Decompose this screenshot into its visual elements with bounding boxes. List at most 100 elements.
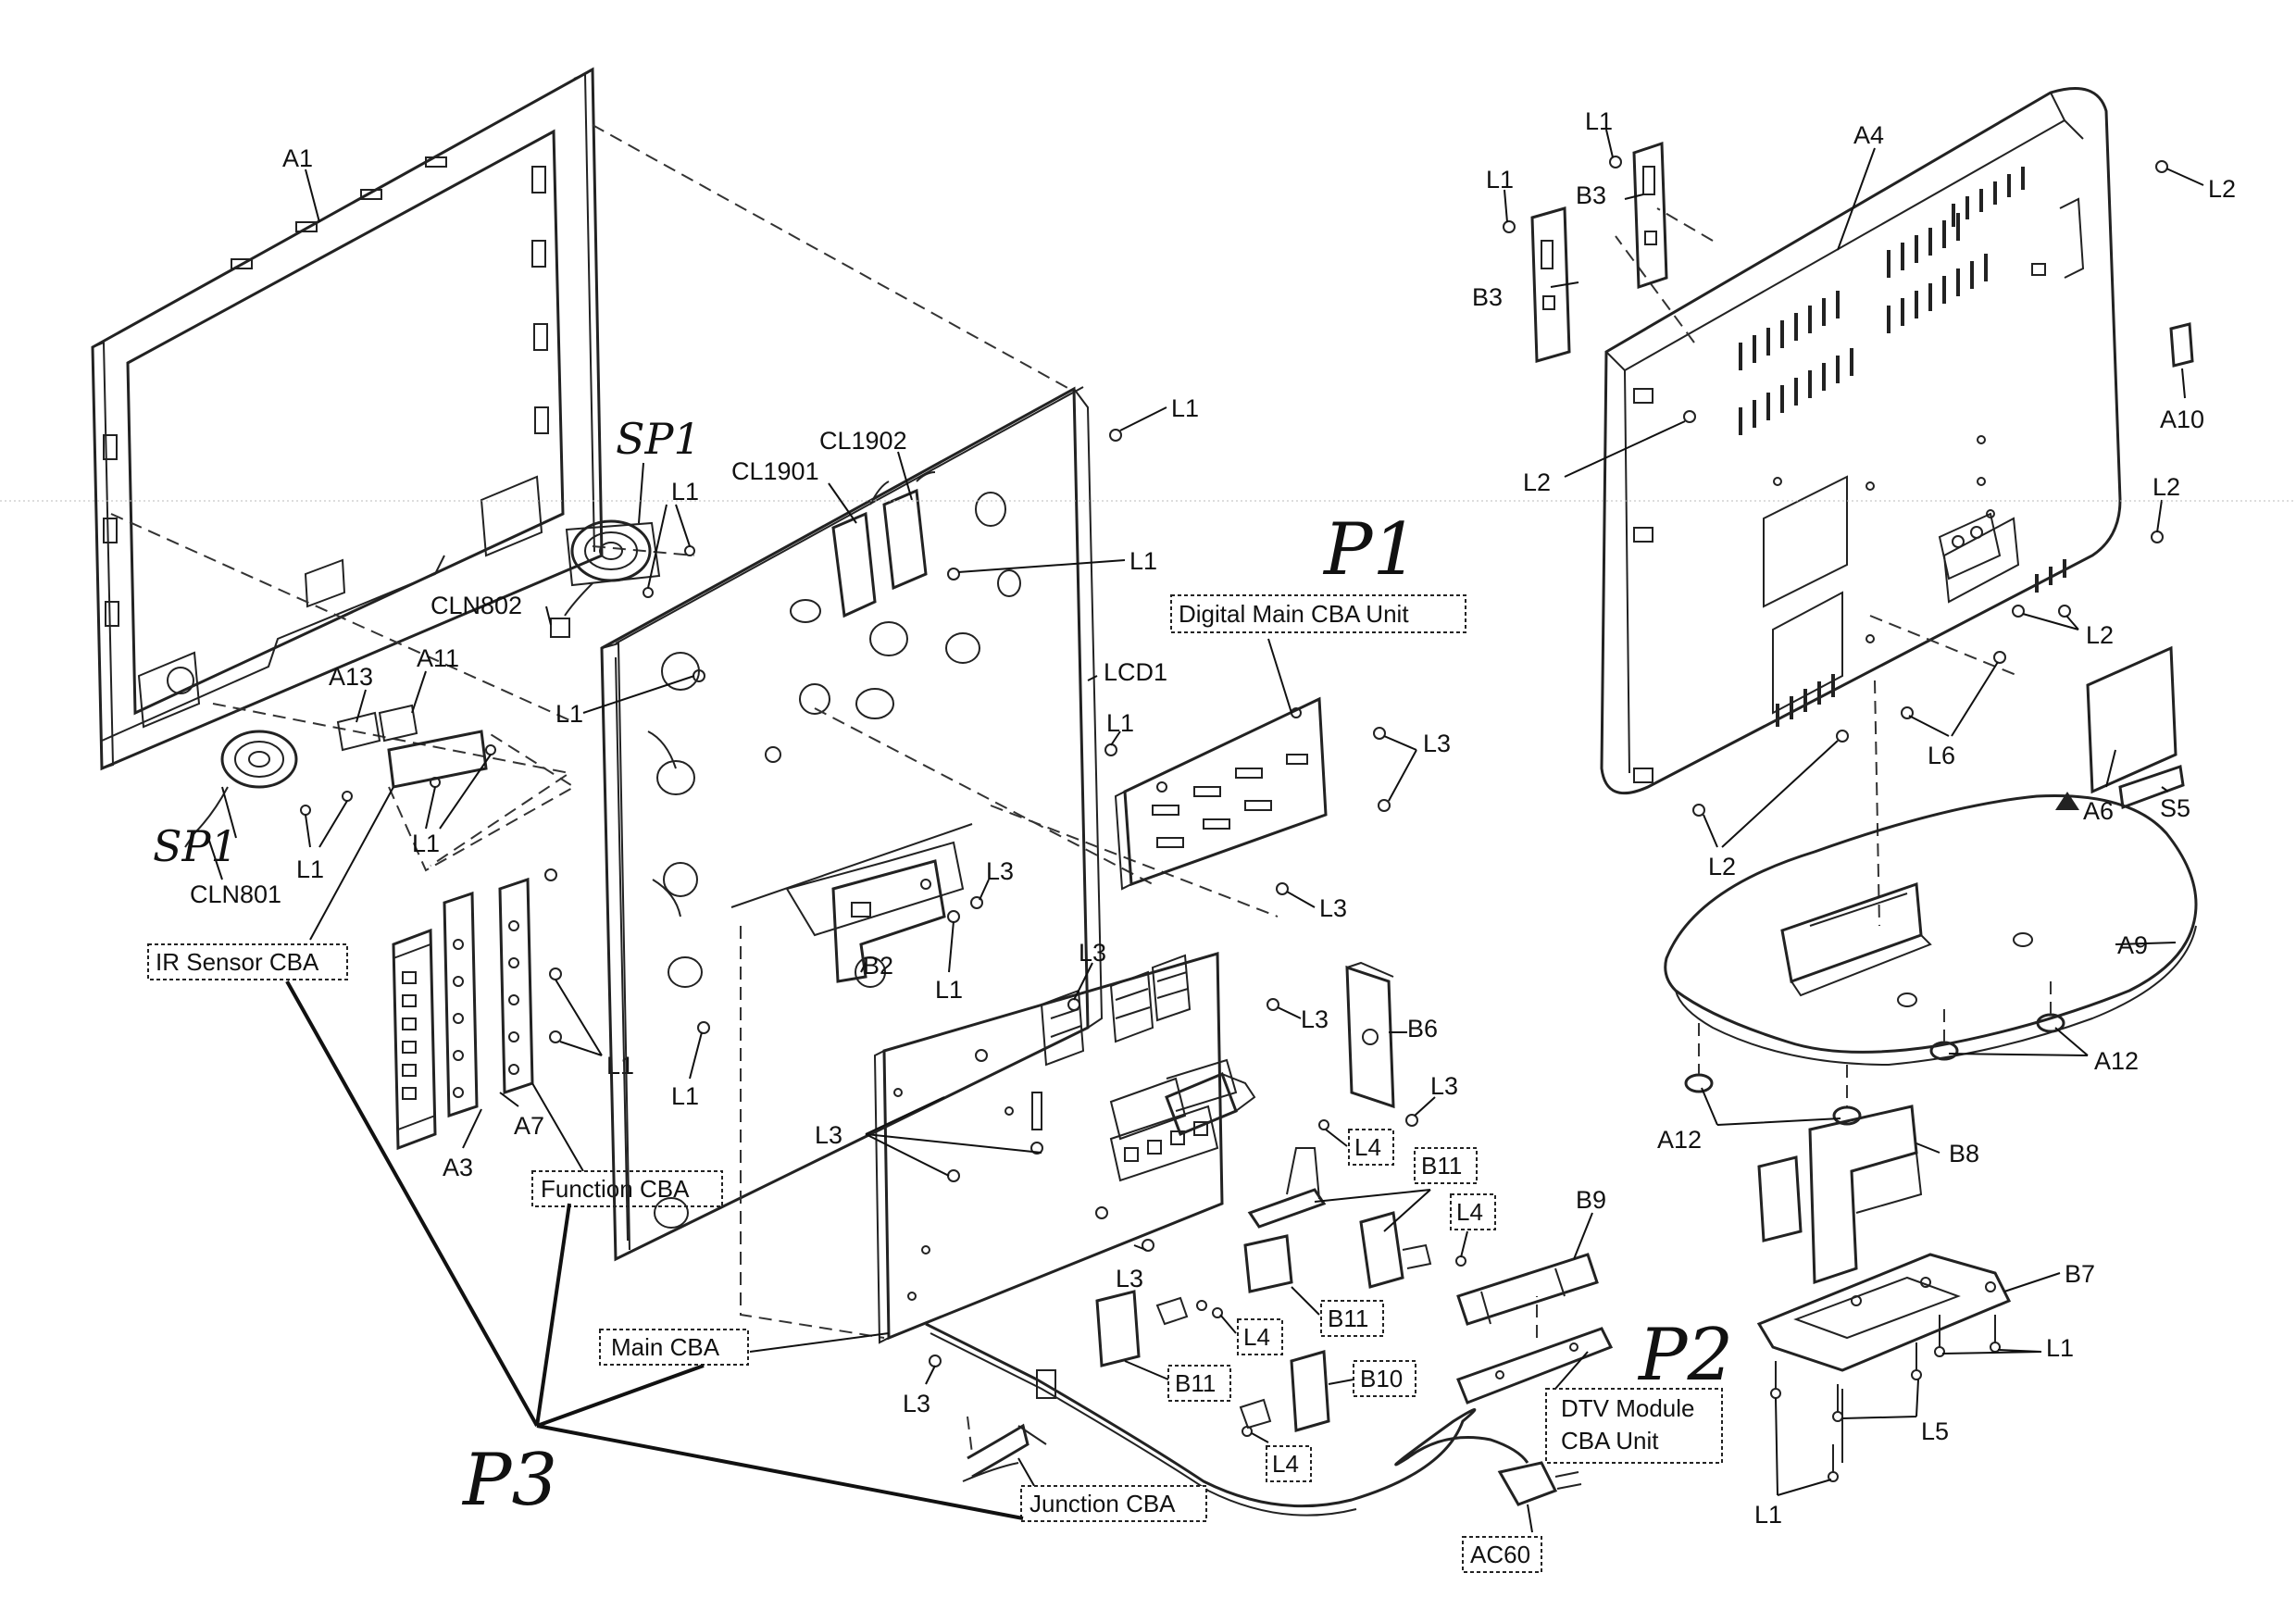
label-a11: A11 (417, 644, 459, 672)
label-l1-stand-bottom: L1 (1754, 1501, 1782, 1529)
box-junction-cba (1020, 1485, 1207, 1522)
label-l4-upper: L4 (1354, 1133, 1381, 1161)
label-b3-left: B3 (1472, 283, 1503, 311)
label-a12-left: A12 (1657, 1126, 1702, 1154)
tuner-module (1165, 1072, 1256, 1136)
box-l4-lower (1266, 1445, 1312, 1482)
label-l1-lcd-mid: L1 (1129, 547, 1157, 575)
label-l3-b2: L3 (986, 857, 1014, 885)
box-main-cba (599, 1329, 749, 1366)
box-digital-main-cba-unit (1170, 594, 1466, 633)
label-l4-right: L4 (1456, 1198, 1483, 1226)
dtv-module-cba (1456, 1253, 1614, 1405)
label-l6: L6 (1928, 742, 1955, 769)
main-cba-board (873, 952, 1279, 1367)
function-cba-parts (392, 868, 562, 1151)
label-l4-lower: L4 (1272, 1450, 1299, 1478)
box-l4-upper (1348, 1129, 1394, 1166)
label-ac60: AC60 (1470, 1541, 1530, 1568)
label-dtv-module-line1: DTV Module (1561, 1394, 1695, 1422)
hinge-brackets-b3 (1503, 141, 1668, 363)
label-cl1901: CL1901 (731, 457, 819, 485)
label-b6: B6 (1407, 1015, 1438, 1042)
label-a1: A1 (282, 144, 313, 172)
box-l4-mid (1237, 1318, 1283, 1355)
stand-brackets-b7-b8 (1756, 1105, 2012, 1482)
label-l1-b3-right: L1 (1585, 107, 1613, 135)
label-l1-b3-left: L1 (1486, 166, 1514, 194)
label-l3-main-bottom: L3 (1116, 1265, 1143, 1292)
label-a12-right: A12 (2094, 1047, 2139, 1075)
label-b10: B10 (1360, 1365, 1403, 1392)
handwritten-sp1-left: SP1 (153, 821, 238, 871)
label-junction-cba: Junction CBA (1029, 1490, 1176, 1517)
label-l1-lcd-bottom: L1 (671, 1082, 699, 1110)
label-cln801: CLN801 (190, 880, 281, 908)
label-l5: L5 (1921, 1417, 1949, 1445)
junction-cba-cable (962, 1416, 1047, 1482)
box-l4-right (1450, 1193, 1496, 1230)
label-a9: A9 (2117, 931, 2148, 959)
label-b8: B8 (1949, 1140, 1979, 1167)
label-b2: B2 (863, 952, 893, 980)
rear-cover-a4 (1600, 87, 2122, 795)
label-l3-main-left: L3 (815, 1121, 842, 1149)
label-l2-top: L2 (2208, 175, 2236, 203)
label-main-cba: Main CBA (611, 1333, 720, 1361)
label-l1-b2: L1 (935, 976, 963, 1004)
label-l1-lcd-top: L1 (1171, 394, 1199, 422)
label-l1-stand-right: L1 (2046, 1334, 2074, 1362)
label-cl1902: CL1902 (819, 427, 907, 455)
label-l2-bottom: L2 (1708, 853, 1736, 880)
label-l3-b6: L3 (1430, 1072, 1458, 1100)
label-cln802: CLN802 (430, 592, 522, 619)
label-l3-main-top: L3 (1079, 939, 1106, 967)
label-a7: A7 (514, 1112, 544, 1140)
label-a4: A4 (1853, 121, 1884, 149)
stand-base-a9 (1664, 794, 2198, 1126)
bracket-b2 (831, 859, 983, 983)
speaker-sp1-right (550, 519, 661, 638)
digital-main-cba-board (1114, 696, 1391, 895)
box-b11-upper (1414, 1147, 1478, 1184)
label-a13: A13 (329, 663, 373, 691)
label-l1-lcd-right: L1 (1106, 709, 1134, 737)
brackets-b11-b10 (1095, 1119, 1466, 1437)
handwritten-p3: P3 (461, 1439, 557, 1522)
box-b10 (1353, 1360, 1416, 1397)
label-l4-mid: L4 (1243, 1323, 1270, 1351)
label-dtv-module-line2: CBA Unit (1561, 1427, 1659, 1454)
warning-triangle-icon (2055, 792, 2079, 810)
label-l1-ir: L1 (412, 830, 440, 857)
power-cord-ac60 (925, 1322, 1582, 1517)
label-lcd1: LCD1 (1104, 658, 1167, 686)
label-l3-main-right: L3 (1301, 1005, 1329, 1033)
box-ir-sensor-cba (147, 943, 348, 980)
label-plate-a6 (2086, 645, 2185, 810)
label-b11-mid: B11 (1328, 1305, 1368, 1332)
label-b9: B9 (1576, 1186, 1606, 1214)
ir-sensor-brackets (336, 704, 576, 872)
handwritten-p1: P1 (1322, 508, 1418, 592)
box-b11-mid (1320, 1300, 1384, 1337)
label-b7: B7 (2065, 1260, 2095, 1288)
label-b11-lower: B11 (1175, 1369, 1216, 1397)
label-digital-main-cba-unit: Digital Main CBA Unit (1179, 600, 1409, 628)
label-s5: S5 (2160, 794, 2190, 822)
label-a10: A10 (2160, 406, 2204, 433)
label-l3-digital: L3 (1423, 730, 1451, 757)
label-l3-main-corner: L3 (903, 1390, 930, 1417)
box-dtv-module-cba-unit (1545, 1388, 1723, 1464)
label-l3-digital-bottom: L3 (1319, 894, 1347, 922)
label-l2-mid: L2 (2086, 621, 2114, 649)
label-l2-right: L2 (2152, 473, 2180, 501)
label-b11-upper: B11 (1421, 1152, 1462, 1180)
label-a3: A3 (443, 1154, 473, 1181)
clip-a10 (2169, 322, 2194, 368)
box-ac60 (1462, 1536, 1542, 1573)
label-ir-sensor-cba: IR Sensor CBA (156, 948, 319, 976)
bracket-b6 (1345, 961, 1418, 1127)
label-b3-right: B3 (1576, 181, 1606, 209)
label-l1-left: L1 (296, 855, 324, 883)
